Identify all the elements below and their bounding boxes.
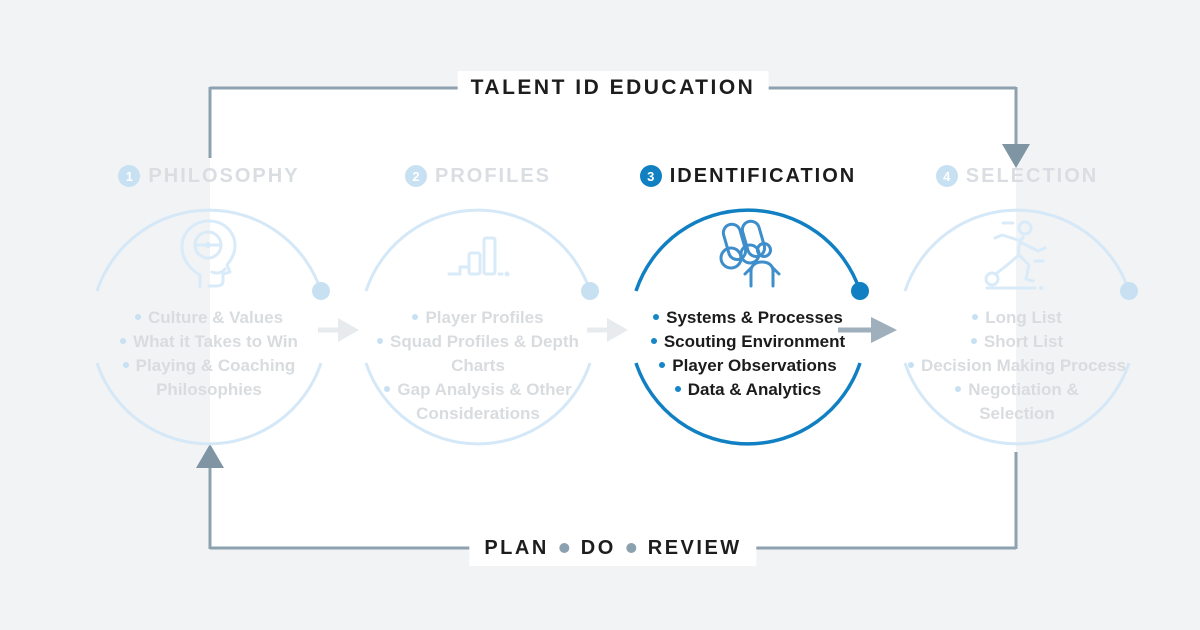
footballer-icon [877, 204, 1157, 302]
stage-number-badge: 3 [639, 165, 662, 187]
bullet-dot-icon [659, 362, 666, 368]
stage-circle-4 [903, 208, 1131, 446]
bullet-item: Systems & Processes [623, 306, 873, 330]
bullet-dot-icon [674, 386, 681, 392]
bullet-dot-icon [907, 362, 914, 368]
stage-circle-2 [364, 208, 592, 446]
bullet-dot-icon [384, 386, 391, 392]
bullet-dot-icon [970, 338, 977, 344]
bullet-dot-icon [650, 338, 657, 344]
up-arrowhead-icon [196, 444, 224, 468]
flow-arrow-2-3 [587, 318, 628, 342]
talent-id-education-label: TALENT ID EDUCATION [457, 71, 769, 105]
stage-node-dot-1 [312, 282, 330, 300]
inner-panel [210, 88, 1016, 548]
stage-node-dot-3 [851, 282, 869, 300]
stage-profiles-bullets: Player Profiles Squad Profiles & Depth C… [353, 306, 603, 426]
bullet-item: Playing & Coaching Philosophies [84, 354, 334, 402]
stage-title: SELECTION [965, 164, 1099, 187]
talent-id-education-text: TALENT ID EDUCATION [470, 76, 756, 99]
bullet-item: Culture & Values [84, 306, 334, 330]
plan-word: PLAN [484, 536, 549, 559]
stage-number-badge: 2 [404, 165, 427, 187]
stage-circle-1 [95, 208, 323, 446]
stage-profiles-heading: 2 PROFILES [338, 162, 618, 190]
separator-dot-icon [559, 543, 570, 553]
stage-philosophy: 1 PHILOSOPHY Culture & Values What it Ta… [69, 162, 349, 402]
bar-chart-icon [338, 204, 618, 302]
bullet-dot-icon [653, 314, 660, 320]
stage-number-badge: 4 [935, 165, 958, 187]
bullet-dot-icon [412, 314, 419, 320]
bullet-dot-icon [955, 386, 962, 392]
stage-number-badge: 1 [118, 165, 141, 187]
flow-arrow-1-2 [318, 318, 359, 342]
separator-dot-icon [626, 543, 637, 553]
down-arrowhead-icon [1002, 144, 1030, 168]
plan-do-review-label: PLAN DO REVIEW [469, 530, 757, 566]
bullet-item: Scouting Environment [623, 330, 873, 354]
flow-arrow-3-4 [838, 317, 897, 343]
bullet-dot-icon [134, 314, 141, 320]
stage-identification-heading: 3 IDENTIFICATION [608, 162, 888, 190]
bullet-item: Long List [892, 306, 1142, 330]
bullet-item: Data & Analytics [623, 378, 873, 402]
stage-philosophy-bullets: Culture & Values What it Takes to Win Pl… [84, 306, 334, 402]
stage-selection-heading: 4 SELECTION [877, 162, 1157, 190]
bullet-dot-icon [377, 338, 384, 344]
bullet-item: Gap Analysis & Other Considerations [353, 378, 603, 426]
stage-circle-3 [634, 208, 862, 446]
stage-selection-bullets: Long List Short List Decision Making Pro… [892, 306, 1142, 426]
bullet-item: Short List [892, 330, 1142, 354]
stage-title: PROFILES [434, 164, 551, 187]
review-word: REVIEW [647, 536, 742, 559]
stage-identification-bullets: Systems & Processes Scouting Environment… [623, 306, 873, 402]
do-word: DO [580, 536, 616, 559]
bullet-item: Negotiation & Selection [892, 378, 1142, 426]
thinking-head-icon [69, 204, 349, 302]
stage-profiles: 2 PROFILES Player Profiles Squad Profile… [338, 162, 618, 426]
scout-binoculars-icon [608, 204, 888, 302]
bullet-dot-icon [972, 314, 979, 320]
stage-node-dot-2 [581, 282, 599, 300]
stage-node-dot-4 [1120, 282, 1138, 300]
stage-identification: 3 IDENTIFICATION Systems & Processes Sco… [608, 162, 888, 402]
bullet-item: Decision Making Process [892, 354, 1142, 378]
stage-title: PHILOSOPHY [148, 164, 300, 187]
bullet-item: Squad Profiles & Depth Charts [353, 330, 603, 378]
stage-title: IDENTIFICATION [669, 164, 857, 187]
stage-philosophy-heading: 1 PHILOSOPHY [69, 162, 349, 190]
bullet-dot-icon [122, 362, 129, 368]
bullet-item: What it Takes to Win [84, 330, 334, 354]
bullet-item: Player Profiles [353, 306, 603, 330]
bullet-item: Player Observations [623, 354, 873, 378]
stage-selection: 4 SELECTION Long List Short List Decisio… [877, 162, 1157, 426]
bullet-dot-icon [120, 338, 127, 344]
